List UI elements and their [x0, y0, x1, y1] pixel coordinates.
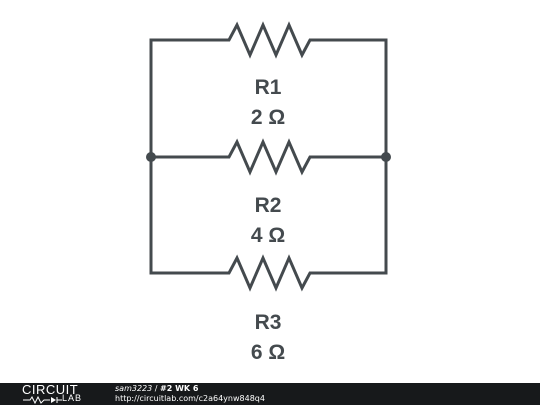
r2-value: 4 Ω [251, 224, 285, 247]
logo-text-circuit: CIRCUIT [22, 382, 79, 397]
author-link[interactable]: sam3223 [115, 384, 153, 393]
r3-wire [149, 157, 388, 292]
schematic: R1 2 Ω R2 4 Ω R3 6 Ω [146, 21, 391, 364]
r3-label: R3 [255, 311, 282, 334]
footer-bar: CIRCUIT LAB sam3223 / #2 WK 6 http://cir… [0, 382, 540, 405]
left-node [146, 152, 156, 162]
meta-separator: / [152, 384, 161, 393]
logo-resistor-icon [23, 396, 62, 404]
r2-wire [151, 138, 386, 176]
circuit-title[interactable]: #2 WK 6 [160, 384, 199, 393]
right-node [381, 152, 391, 162]
r1-value: 2 Ω [251, 106, 285, 129]
circuitlab-logo[interactable]: CIRCUIT LAB [22, 382, 96, 404]
r1-label: R1 [255, 76, 282, 99]
circuit-url[interactable]: http://circuitlab.com/c2a64ynw848q4 [115, 394, 265, 403]
r2-label: R2 [255, 194, 282, 217]
r3-value: 6 Ω [251, 341, 285, 364]
logo-text-lab: LAB [62, 393, 83, 403]
r1-wire [149, 21, 388, 157]
circuit-meta: sam3223 / #2 WK 6 http://circuitlab.com/… [115, 384, 265, 404]
